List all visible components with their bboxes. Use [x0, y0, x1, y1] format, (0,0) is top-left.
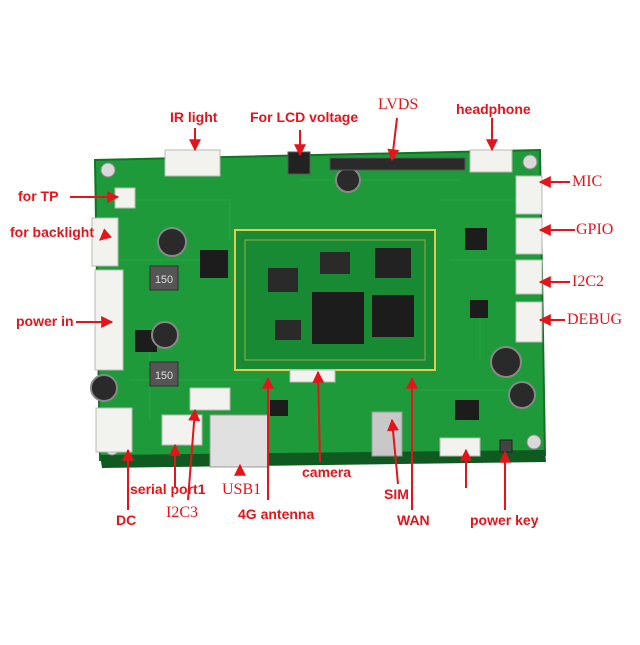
label-headphone: headphone: [456, 101, 531, 117]
label-i2c3: I2C3: [166, 504, 198, 521]
mic-connector: [515, 175, 543, 215]
inductor-1: 150: [149, 265, 179, 291]
label-ir-light: IR light: [170, 109, 218, 125]
power-in-connector: [94, 269, 124, 371]
inductor-2-marking: 150: [155, 370, 173, 382]
inductor-1-marking: 150: [155, 274, 173, 286]
inductor-2: 150: [149, 361, 179, 387]
serial-port-connector: [161, 414, 203, 446]
i2c3-connector: [189, 387, 231, 411]
i2c2-connector: [515, 259, 543, 295]
label-camera: camera: [302, 464, 352, 480]
label-sim: SIM: [384, 486, 409, 502]
camera-connector: [289, 369, 336, 383]
label-4g-antenna: 4G antenna: [238, 506, 315, 522]
sim-slot: [371, 411, 403, 457]
label-tp: for TP: [18, 188, 59, 204]
ir-light-connector: [164, 149, 221, 177]
lvds-connector: [329, 157, 466, 171]
power-key-switch: [499, 439, 513, 453]
ram-chip: [372, 295, 414, 337]
label-dc: DC: [116, 512, 137, 528]
annotation-pointers: [70, 117, 575, 510]
soc-chip: [312, 292, 364, 344]
usb1-connector: [209, 414, 269, 468]
label-serial-port1: serial port1: [130, 481, 206, 497]
label-backlight: for backlight: [10, 224, 95, 240]
backlight-connector: [91, 217, 119, 267]
dc-jack: [95, 407, 133, 453]
capacitor: [90, 167, 536, 409]
label-power-key: power key: [470, 512, 539, 528]
label-lvds: LVDS: [378, 96, 419, 113]
gpio-connector: [515, 217, 543, 255]
label-debug: DEBUG: [567, 311, 623, 328]
wan-connector: [439, 437, 481, 457]
label-usb1: USB1: [222, 481, 262, 498]
label-power-in: power in: [16, 313, 74, 329]
debug-connector: [515, 301, 543, 343]
label-gpio: GPIO: [576, 221, 614, 238]
headphone-connector: [469, 149, 513, 173]
core-module: [234, 229, 436, 371]
label-wan: WAN: [397, 512, 430, 528]
label-mic: MIC: [572, 173, 603, 190]
label-lcd-voltage: For LCD voltage: [250, 109, 359, 125]
label-i2c2: I2C2: [572, 273, 604, 290]
